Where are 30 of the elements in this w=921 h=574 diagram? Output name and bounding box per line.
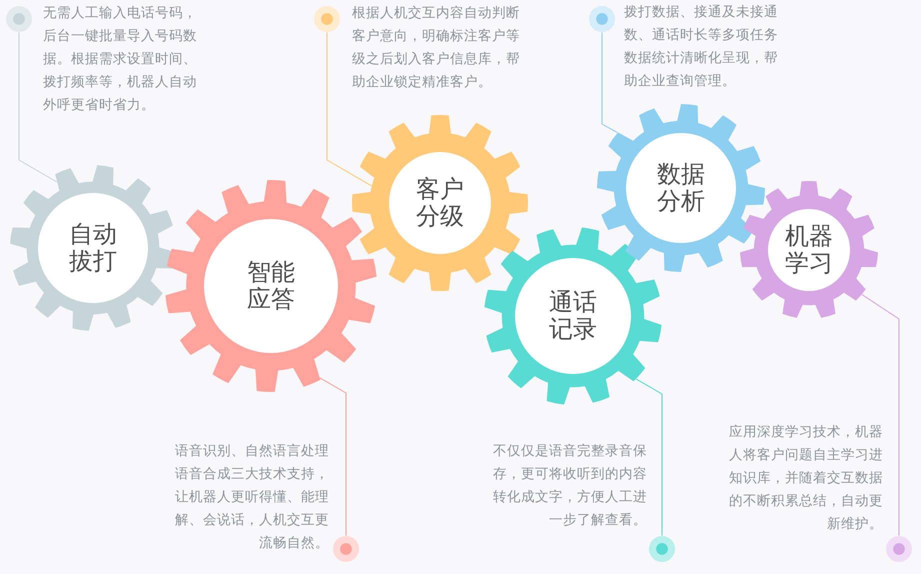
gear-label: 客户分级	[414, 176, 465, 230]
gear	[165, 180, 377, 392]
gear	[484, 227, 662, 405]
gear-label: 智能应答	[246, 259, 296, 313]
dot-icon	[649, 536, 675, 562]
gear	[597, 104, 765, 272]
description-text: 根据人机交互内容自动判断客户意向，明确标注客户等级之后划入客户信息库，帮助企业锁定精准客户。	[352, 4, 521, 92]
description-text: 无需人工输入电话号码，后台一键批量导入号码数据。根据需求设置时间、拨打频率等，机器人自动外呼更省时省力。	[43, 4, 198, 114]
gear	[740, 181, 878, 319]
gear-label: 通话记录	[548, 289, 598, 343]
gear	[352, 115, 528, 291]
description-text: 不仅仅是语音完整录音保存，更可将收听到的内容转化成文字，方便人工进一步了解查看。	[492, 442, 647, 530]
dot-icon	[6, 6, 32, 32]
leader-line	[636, 378, 662, 536]
gear-label: 自动拔打	[68, 221, 118, 275]
dot-icon	[589, 6, 615, 32]
dot-icon	[886, 536, 912, 562]
leader-line	[18, 32, 58, 182]
description-text: 语音识别、自然语言处理语音合成三大技术支持，让机器人更听得懂、能理解、会说话，人机交互更流畅自然。	[174, 442, 329, 553]
leader-line	[319, 377, 346, 536]
gear	[10, 165, 176, 331]
description-text: 拨打数据、接通及未接通数、通话时长等多项任务数据统计清晰化呈现，帮助企业查询管理。	[624, 2, 779, 90]
leader-line	[861, 294, 900, 536]
dot-icon	[314, 6, 340, 32]
gear-label: 机器学习	[784, 223, 834, 277]
gear-label: 数据分析	[656, 161, 706, 215]
description-text: 应用深度学习技术，机器人将客户问题自主学习进知识库，并随着交互数据的不断积累总结，自动更新维护。	[728, 423, 883, 534]
leader-line	[326, 32, 372, 186]
leader-line	[602, 32, 618, 134]
dot-icon	[333, 536, 359, 562]
